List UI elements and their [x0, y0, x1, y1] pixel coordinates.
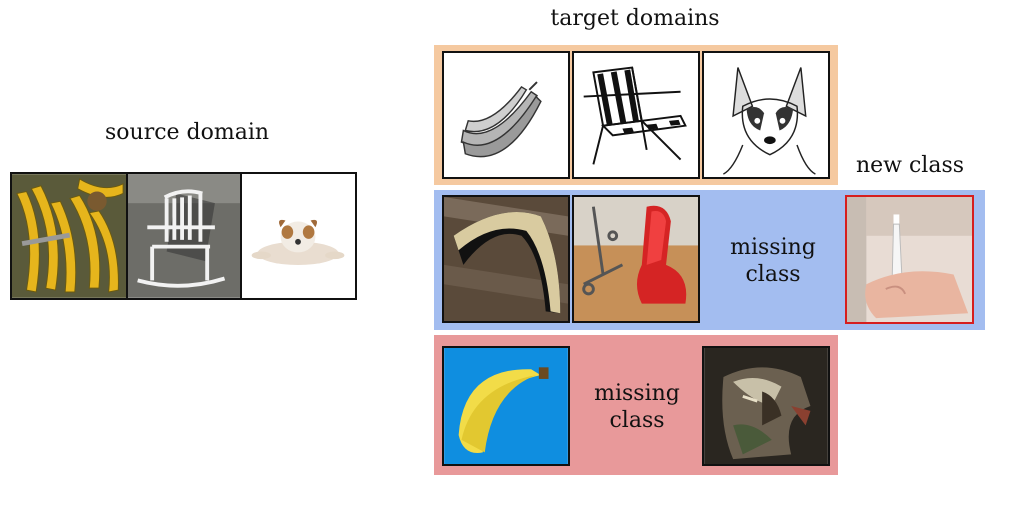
source-domain-label: source domain: [105, 120, 270, 145]
source-chair-image: [126, 172, 242, 300]
row-2-missing-class-label: missing class: [730, 235, 816, 287]
sketch-dog-image: [702, 51, 830, 179]
sketch-chair-image: [572, 51, 700, 179]
sketch-banana-image: [442, 51, 570, 179]
new-class-toothbrush-image: [845, 195, 974, 324]
photo-chair-image: [572, 195, 700, 323]
painting-dog-image: [702, 346, 830, 466]
source-banana-image: [10, 172, 128, 300]
target-domains-label: target domains: [550, 6, 720, 31]
source-dog-image: [240, 172, 357, 300]
photo-banana-image: [442, 195, 570, 323]
row-3-missing-class-label: missing class: [594, 381, 680, 433]
new-class-label: new class: [855, 153, 965, 178]
render-banana-image: [442, 346, 570, 466]
